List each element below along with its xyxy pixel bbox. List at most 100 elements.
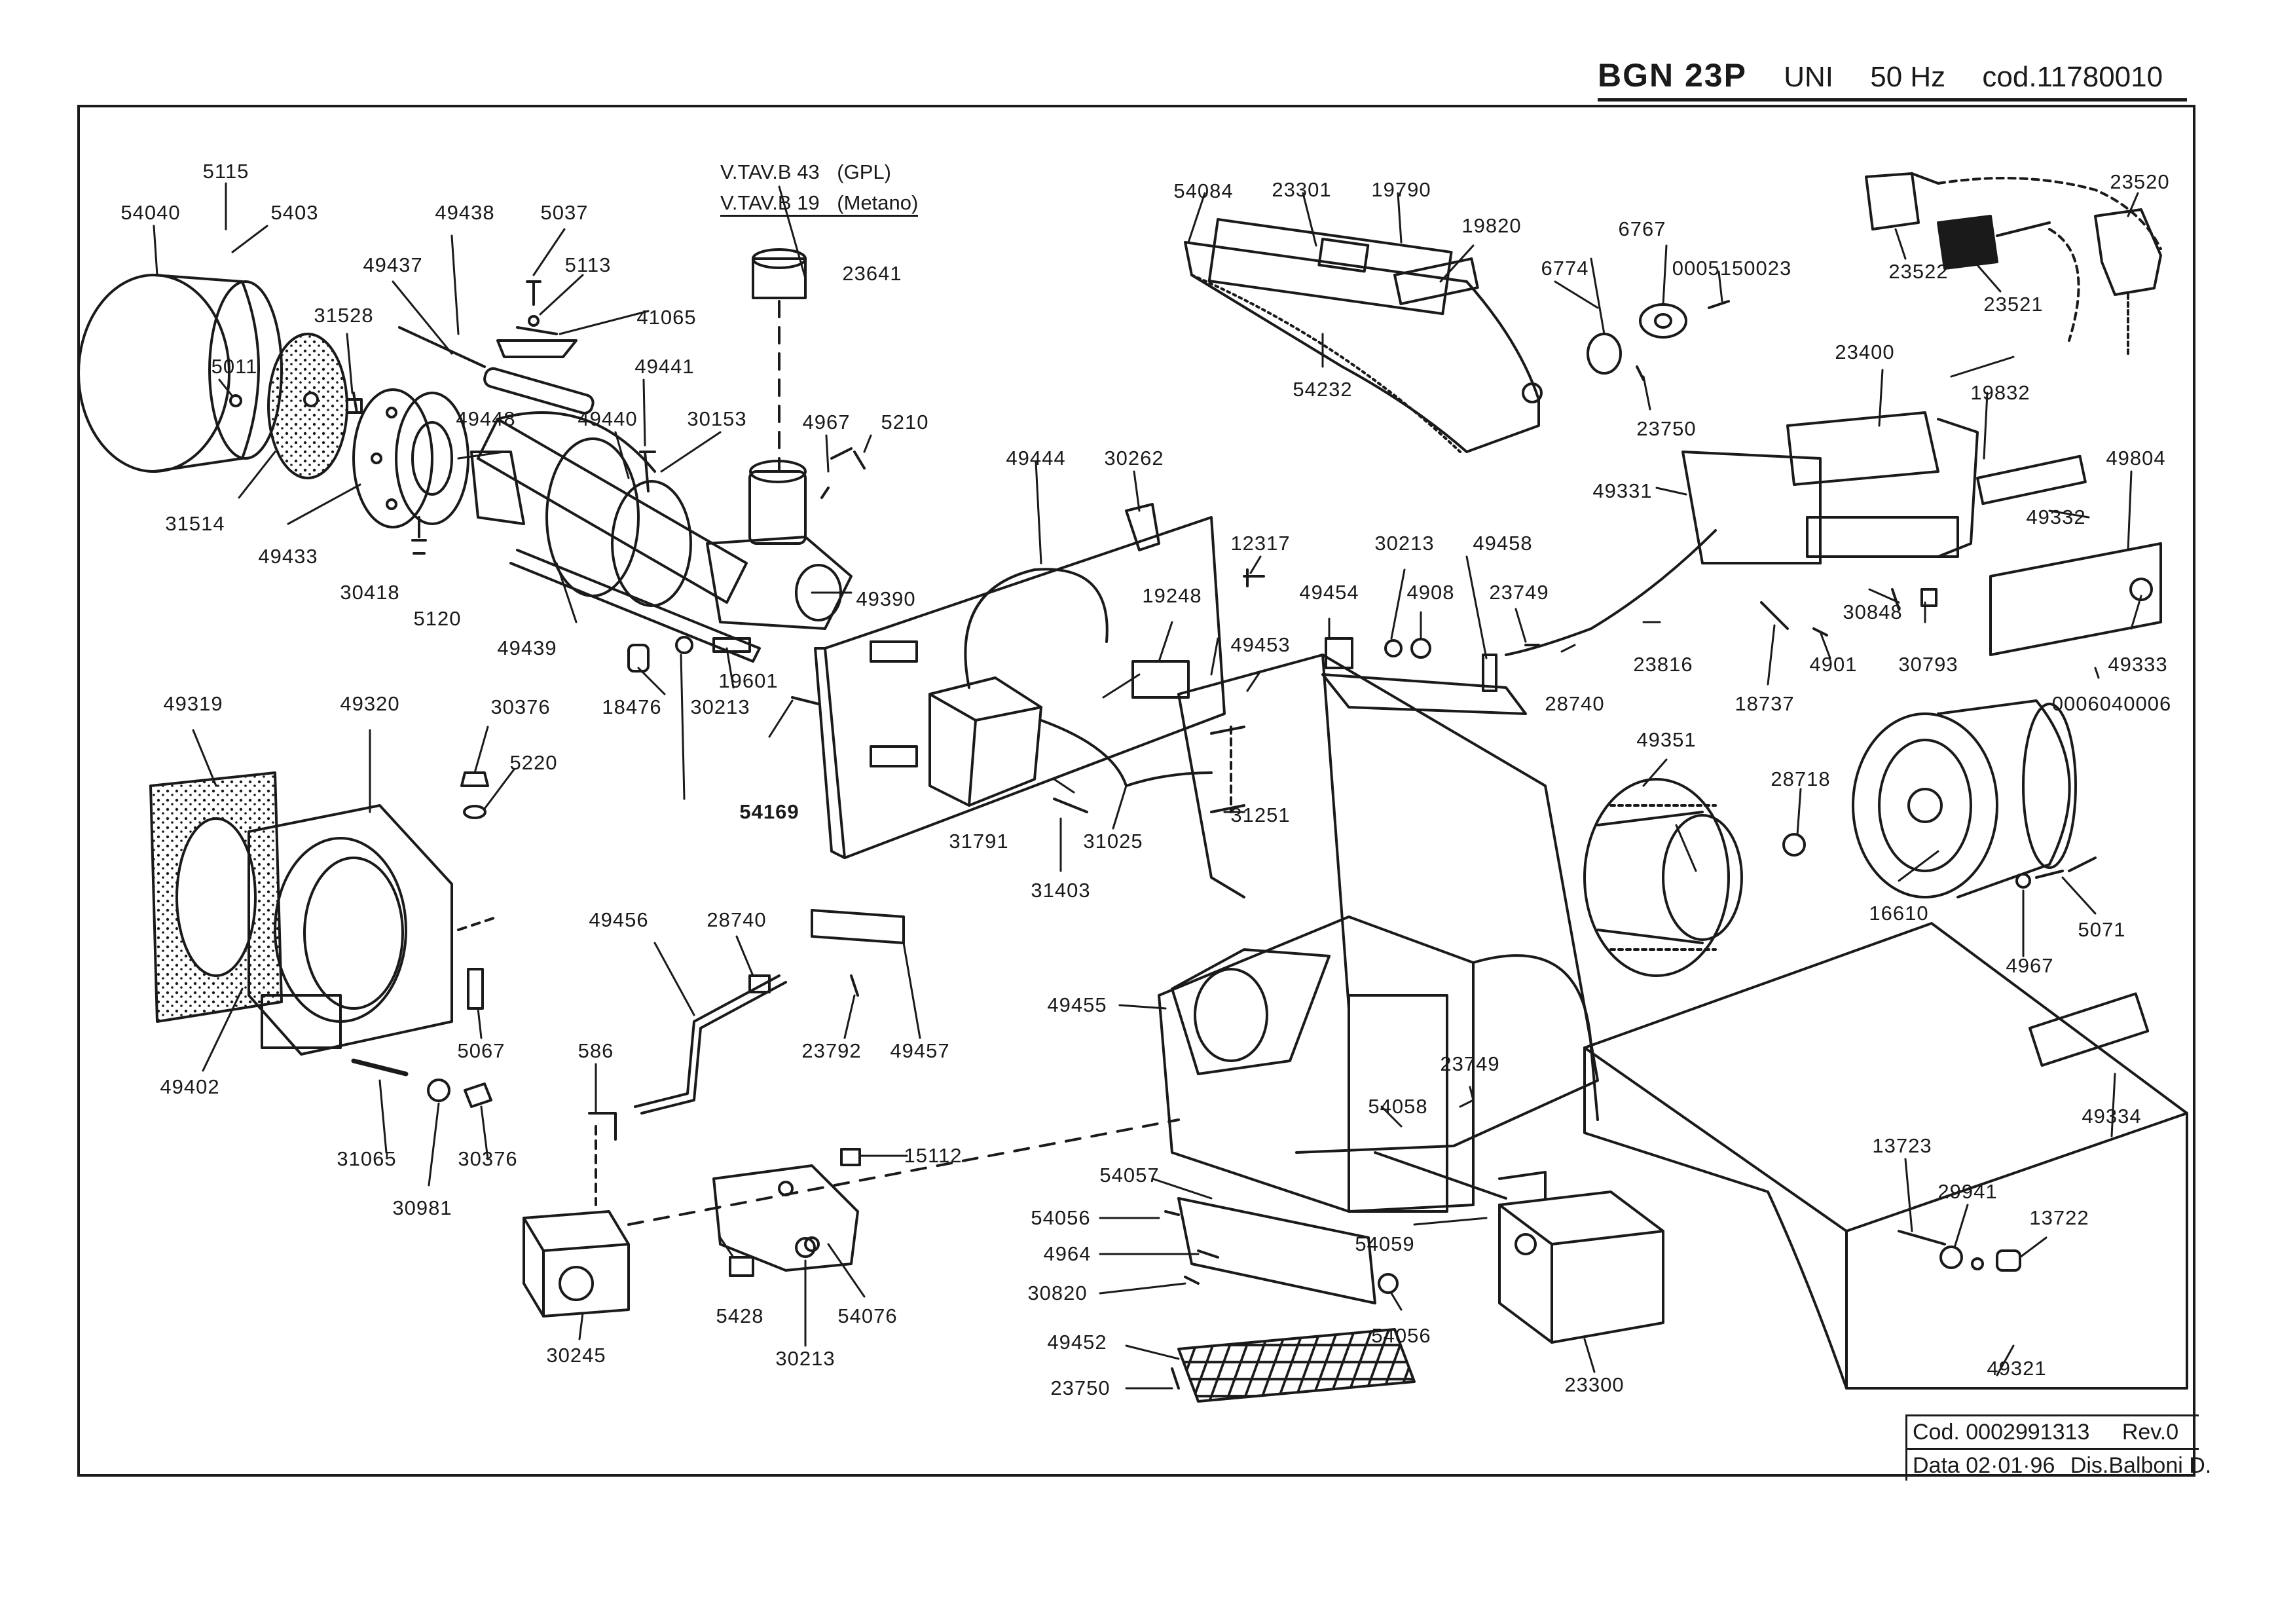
part-label: 28740	[707, 908, 767, 931]
washer-4908	[1410, 638, 1431, 659]
part-label: 19820	[1461, 214, 1522, 237]
part-label: 13723	[1872, 1134, 1932, 1157]
part-label: 5428	[716, 1304, 764, 1327]
part-label: 49804	[2106, 447, 2166, 470]
part-label: 54084	[1173, 179, 1234, 202]
washer-30213-b	[1384, 639, 1403, 657]
bushing-6767	[1639, 303, 1687, 339]
rod-54058	[1374, 1151, 1507, 1200]
screw-23792	[850, 974, 859, 997]
screw-5071	[2035, 857, 2097, 879]
clip-49458	[1482, 654, 1497, 692]
screw-31403	[1053, 798, 1088, 813]
casing-49334	[1583, 922, 2188, 1390]
gas-valve-line-2: V.TAV.B 19 (Metano)	[720, 191, 919, 217]
part-label: 23792	[801, 1039, 862, 1062]
part-label: 30376	[458, 1147, 518, 1170]
part-label: 49439	[497, 637, 557, 659]
part-label: 54056	[1371, 1324, 1431, 1347]
screw-30418	[411, 516, 427, 555]
part-label: 54169	[739, 800, 799, 823]
bracket-19601	[712, 637, 751, 653]
nut-30376-b	[464, 1082, 492, 1108]
capacitor-23300	[1498, 1190, 1664, 1344]
screw-31528	[352, 392, 358, 414]
part-label: 23301	[1272, 178, 1332, 201]
part-label: 30793	[1898, 653, 1958, 676]
part-label: 49457	[890, 1039, 950, 1062]
part-label: 5037	[540, 201, 589, 224]
part-label: 23749	[1489, 581, 1549, 604]
label-19790	[1317, 238, 1370, 273]
screw-23750-b	[1171, 1367, 1180, 1390]
part-label: 54232	[1293, 378, 1353, 401]
drawing-frame	[77, 105, 2195, 1477]
drawing-rev: Rev.0	[2121, 1420, 2179, 1445]
terminal-strip-19832	[1976, 454, 2087, 506]
ignition-transformer-31791	[928, 676, 1042, 807]
part-label: 54076	[837, 1304, 898, 1327]
part-label: 30376	[490, 695, 551, 718]
part-label: 0006040006	[2051, 692, 2172, 715]
part-label: 23400	[1835, 341, 1895, 363]
part-label: 5071	[2078, 918, 2126, 941]
part-label: 49453	[1230, 633, 1291, 656]
part-label: 586	[578, 1039, 614, 1062]
pipe-30262	[1125, 503, 1160, 551]
part-label: 19790	[1371, 178, 1431, 201]
part-label: 16610	[1869, 902, 1929, 925]
gasket-49319	[149, 771, 283, 1023]
axis-line	[457, 915, 499, 931]
washer-small	[1971, 1257, 1984, 1270]
part-label: 30981	[392, 1196, 452, 1219]
cable-dashed	[1937, 177, 2162, 250]
washer-5220	[463, 805, 487, 819]
part-label: 18737	[1735, 692, 1795, 715]
burner-housing-49455	[1158, 654, 1599, 1213]
damper-54057	[1177, 1197, 1376, 1304]
perforated-disc-31514	[267, 333, 348, 479]
washer-30213-c	[795, 1237, 816, 1258]
screw-54169	[791, 696, 820, 705]
part-label: 5113	[564, 253, 612, 276]
part-label: 49452	[1047, 1331, 1107, 1354]
part-label: 19601	[718, 669, 779, 692]
screw-49441	[639, 451, 656, 492]
screw-5037	[526, 280, 542, 306]
part-label: 49321	[1987, 1357, 2047, 1380]
gas-valve-gas-2: (Metano)	[837, 191, 919, 214]
gas-valve-gas-1: (GPL)	[837, 160, 891, 183]
brand-plate	[2029, 992, 2150, 1067]
part-label: 31528	[314, 304, 374, 327]
nozzle-18476	[627, 644, 650, 673]
part-label: 5115	[202, 160, 249, 183]
nut-28740-b	[748, 974, 771, 993]
bushing-54056-b	[1378, 1273, 1399, 1294]
bushing-54056	[1164, 1210, 1180, 1216]
part-label: 49332	[2026, 506, 2086, 528]
part-label: 23750	[1636, 417, 1697, 440]
motor-16610	[1852, 699, 2077, 898]
part-label: 29941	[1937, 1180, 1998, 1203]
knob-6774	[1587, 333, 1622, 375]
screw-4964	[1197, 1249, 1219, 1259]
part-label: 54057	[1099, 1164, 1160, 1187]
gas-fitting-23641	[752, 248, 807, 473]
part-label: 49351	[1636, 728, 1697, 751]
gas-valve-label-2: V.TAV.B 19	[720, 191, 820, 214]
part-label: 23300	[1564, 1373, 1625, 1396]
part-label: 49333	[2108, 653, 2168, 676]
knob-49333	[2129, 578, 2153, 601]
part-label: 49319	[163, 692, 223, 715]
terminal-23520	[2094, 208, 2162, 355]
part-label: 6767	[1618, 217, 1666, 240]
electrodes-49437	[398, 326, 595, 415]
part-label: 30245	[546, 1344, 606, 1367]
screw-13723	[1898, 1230, 1946, 1246]
screw-0005150023	[1708, 300, 1730, 309]
knob-13722	[1996, 1249, 2021, 1272]
part-label: 49440	[578, 407, 638, 430]
part-label: 49444	[1006, 447, 1066, 470]
part-label: 30820	[1027, 1282, 1088, 1304]
part-label: 15112	[904, 1144, 963, 1167]
